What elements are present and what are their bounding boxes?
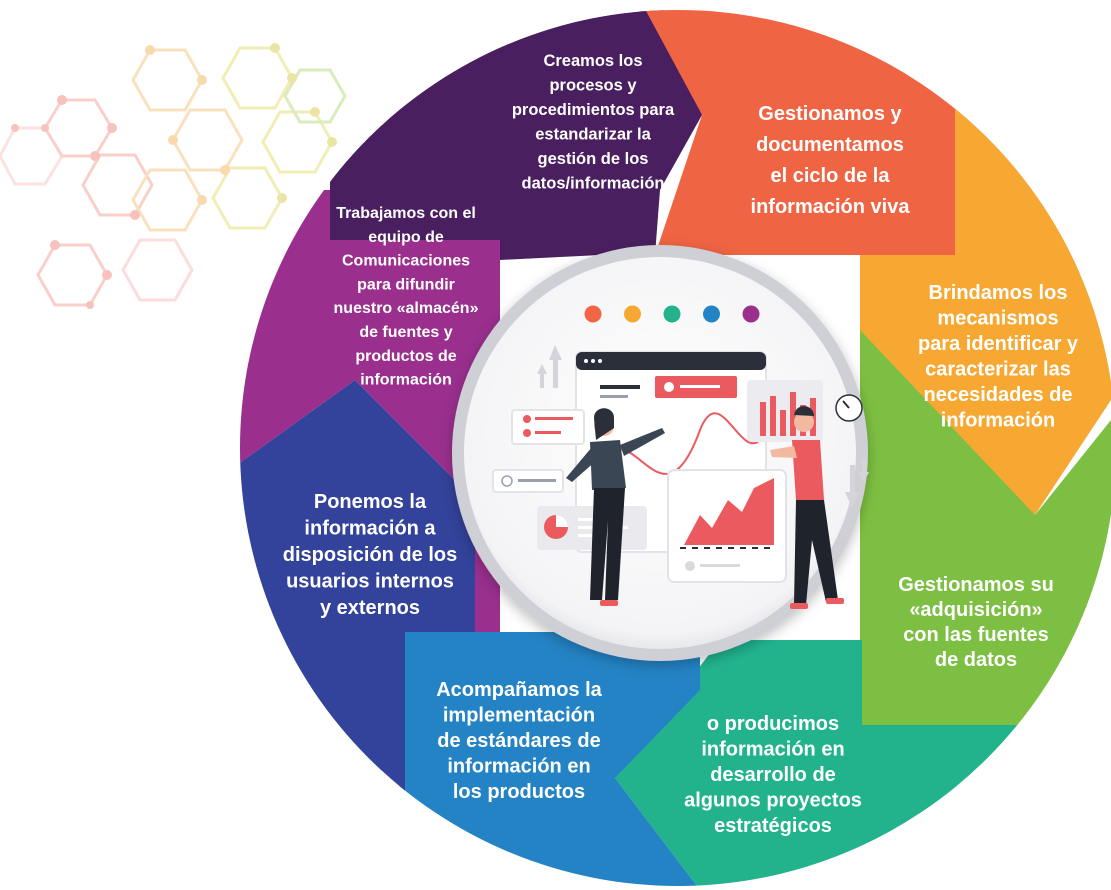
segment-label-line: implementación [443,705,595,727]
segment-label-line: con las fuentes [903,624,1049,646]
hexagon-network-decoration [0,43,347,309]
segment-label-line: información en [701,739,844,761]
segment-label-line: los productos [453,781,585,803]
segment-label-identificar-necesidades: Brindamos los mecanismos para identificar … [918,282,1079,432]
list-card [511,409,585,445]
clock-icon [835,394,863,422]
segment-label-line: para difundir [357,276,455,293]
segment-label-line: disposición de los [283,544,457,566]
segment-label-line: Brindamos los [929,282,1068,304]
down-arrows-icon [845,458,869,508]
segment-label-line: productos de [355,348,456,365]
up-arrows-icon [537,345,562,388]
segment-shape-blue [400,632,700,886]
color-dot [584,305,602,323]
segment-label-line: desarrollo de [710,764,836,786]
area-chart-card [667,469,787,583]
segment-label-line: de fuentes y [359,324,452,341]
segment-label-crear-procesos: Creamos los procesos y procedimientos para… [512,52,675,193]
segment-label-line: mecanismos [937,308,1058,330]
segment-label-line: caracterizar las [925,359,1071,381]
segment-label-difundir-almacen: Trabajamos con el equipo de Comunicaciones… [334,205,479,389]
segment-label-line: para identificar y [918,333,1079,355]
segment-label-line: estratégicos [714,815,832,837]
segment-label-line: Acompañamos la [436,679,602,701]
segment-label-line: información a [304,518,436,540]
segment-label-line: Ponemos la [314,491,427,513]
center-illustration [452,245,869,661]
segment-label-line: usuarios internos [286,571,454,593]
segment-label-line: necesidades de [924,384,1073,406]
color-dot [663,305,681,323]
man-figure [770,406,844,609]
segment-label-line: algunos proyectos [684,790,862,812]
segment-label-line: información en [447,756,590,778]
segment-label-line: procedimientos para [512,101,675,119]
segment-labels: Creamos los procesos y procedimientos para… [283,52,1079,837]
segment-label-line: nuestro «almacén» [334,300,479,317]
segment-label-line: información [360,372,452,389]
segment-label-line: y externos [320,597,420,619]
segment-label-producir-informacion: o producimos información en desarrollo de a… [684,713,862,837]
segment-label-line: «adquisición» [909,599,1042,621]
segment-label-line: equipo de [368,229,444,246]
segment-label-line: Gestionamos su [898,574,1054,596]
segment-label-line: Comunicaciones [342,253,470,270]
segment-label-line: Creamos los [543,52,642,70]
segment-label-line: datos/información [521,175,664,193]
segment-label-acompanar-estandares: Acompañamos la implementación de estándare… [436,679,602,803]
segment-label-gestionar-ciclo: Gestionamos y documentamos el ciclo de la i… [751,103,911,218]
segment-label-line: de estándares de [437,730,600,752]
color-dot [742,305,760,323]
segment-label-line: de datos [935,649,1017,671]
segment-label-line: Trabajamos con el [336,205,476,222]
color-dots [584,305,760,323]
segment-label-line: estandarizar la [535,126,651,144]
segment-label-line: gestión de los [538,150,649,168]
segment-label-line: procesos y [549,77,637,95]
segment-label-line: información viva [751,196,911,218]
color-dot [624,305,641,323]
woman-figure [566,408,665,606]
segment-label-disponer-informacion: Ponemos la información a disposición de lo… [283,491,457,619]
checkbox-card [492,469,564,493]
segment-label-line: Gestionamos y [758,103,902,125]
segment-label-line: el ciclo de la [771,165,891,187]
segment-label-gestionar-adquisicion: Gestionamos su «adquisición» con las fuent… [898,574,1054,671]
segment-label-line: documentamos [756,134,904,156]
segment-label-line: información [941,410,1055,432]
segment-shape-green [860,330,1111,725]
pie-card [537,506,647,550]
segment-label-line: o producimos [707,713,839,735]
color-dot [703,305,720,323]
segment-shape-magenta [240,190,500,632]
